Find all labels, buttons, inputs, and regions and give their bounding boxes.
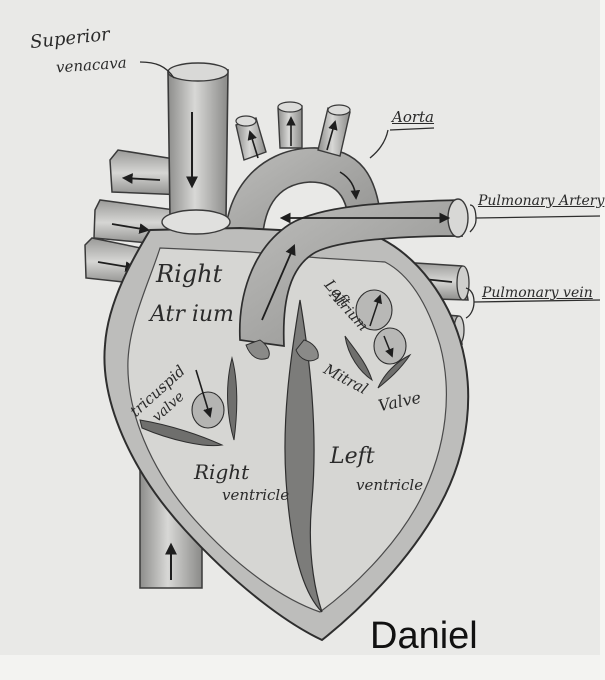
label-left-ventricle-line1: Left <box>330 446 375 468</box>
label-left-ventricle-line2: ventricle <box>356 478 423 493</box>
right-atrium-opening <box>162 210 230 234</box>
label-right-ventricle-line2: ventricle <box>222 488 289 503</box>
superior-venacava <box>168 63 228 218</box>
label-pulmonary-artery: Pulmonary Artery <box>478 194 604 208</box>
label-right-atrium-line2: Atr ium <box>150 304 234 326</box>
signature-name: Daniel <box>370 617 478 655</box>
label-aorta: Aorta <box>392 110 434 125</box>
label-right-atrium-line1: Right <box>156 262 222 286</box>
label-pulmonary-vein: Pulmonary vein <box>482 286 593 300</box>
label-right-ventricle-line1: Right <box>194 462 249 482</box>
